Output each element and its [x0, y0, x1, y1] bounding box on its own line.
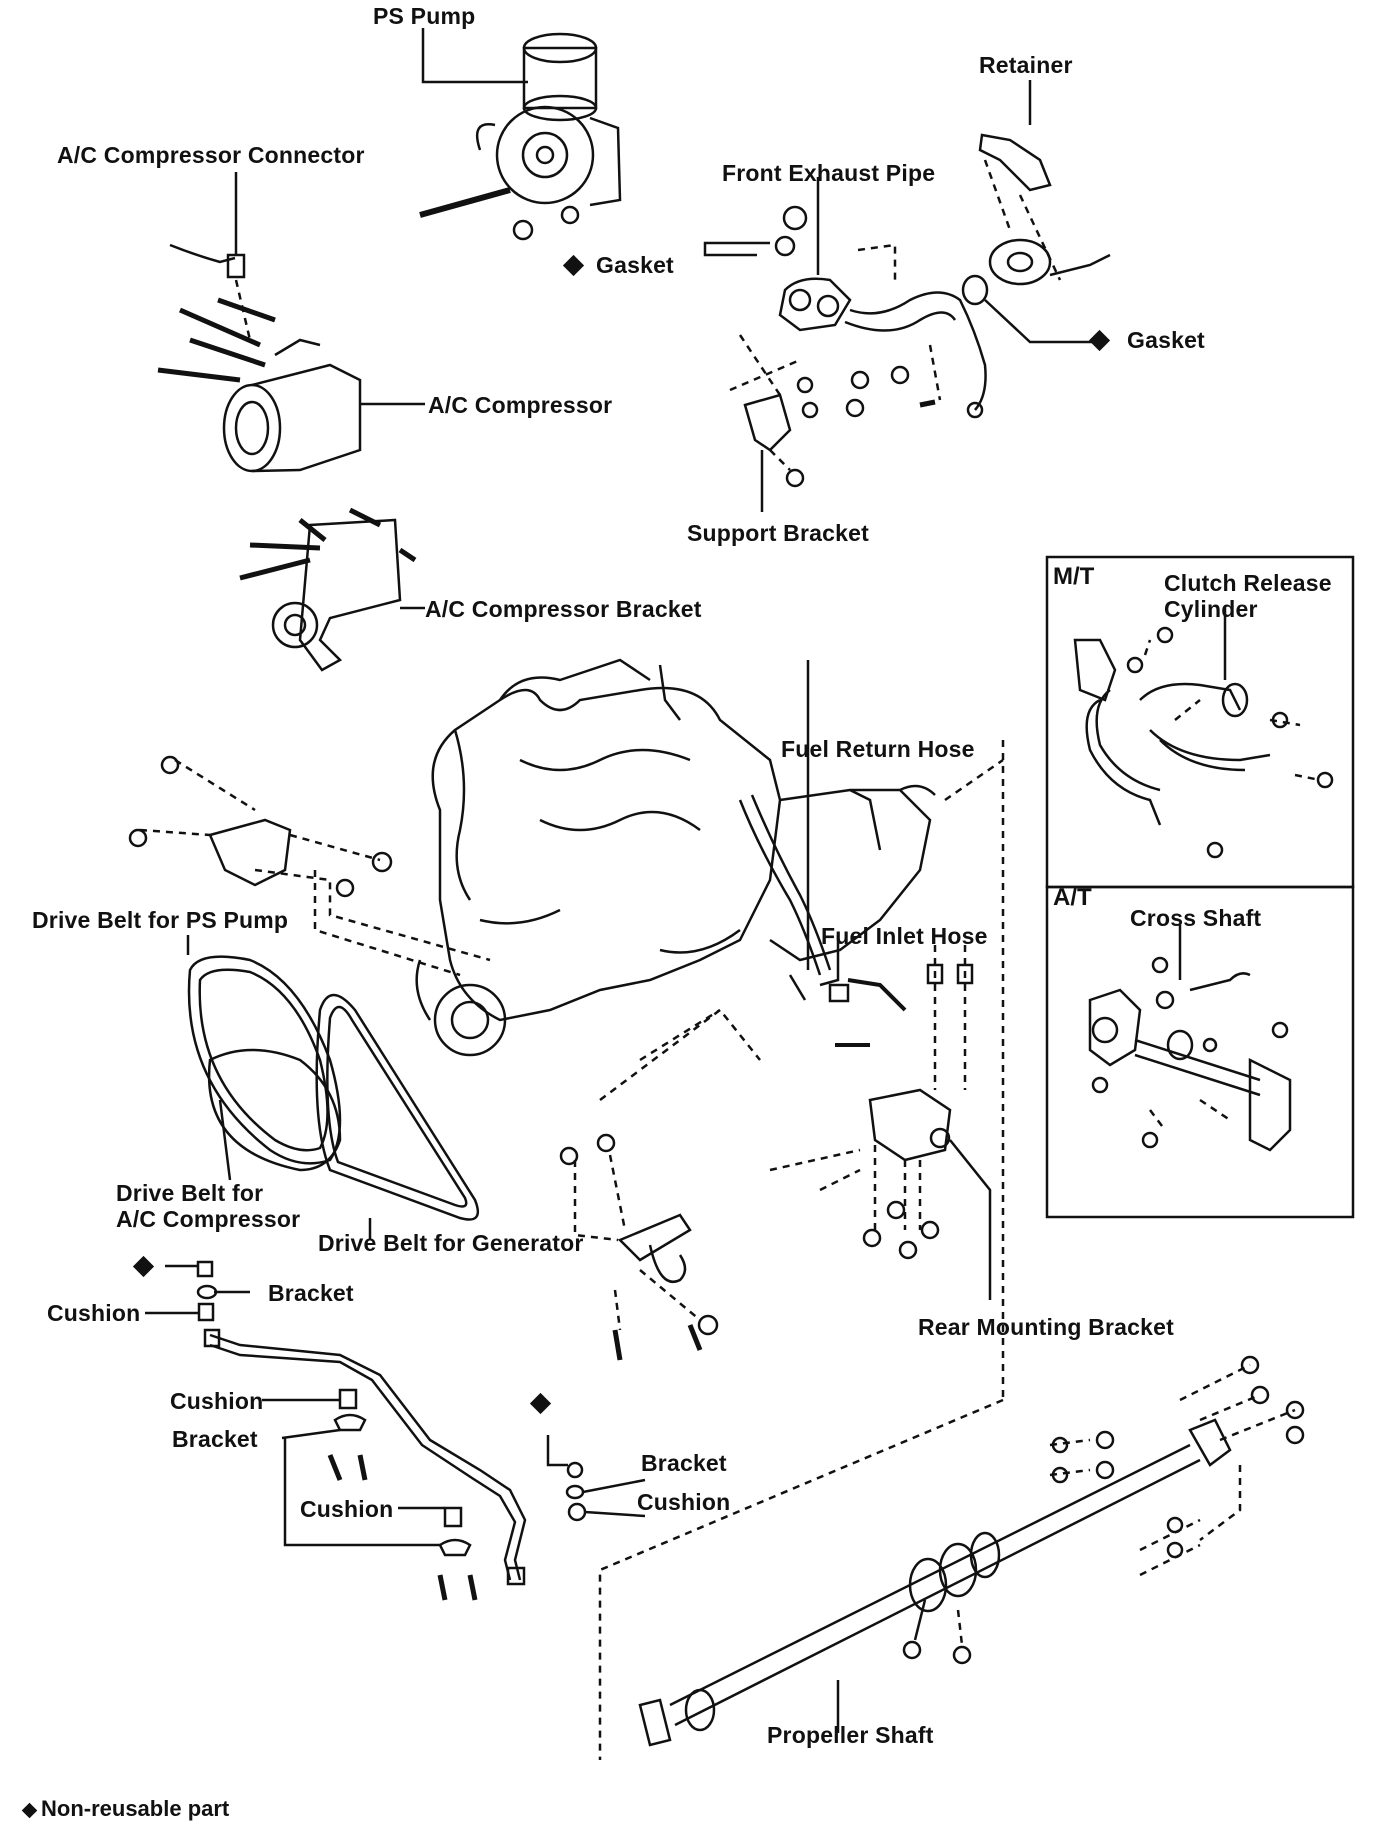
at-box-title: A/T — [1053, 884, 1092, 911]
non-reusable-mark-icon — [21, 1802, 38, 1819]
drive-belt-generator-label: Drive Belt for Generator — [318, 1230, 584, 1256]
front-exhaust-pipe-drawing — [703, 177, 987, 419]
cushion-1-label: Cushion — [47, 1300, 141, 1326]
bracket-1-label: Bracket — [268, 1280, 354, 1306]
ac-compressor-bracket-label: A/C Compressor Bracket — [425, 596, 702, 622]
cross-shaft-label: Cross Shaft — [1130, 905, 1262, 931]
mt-clutch-drawing — [1073, 608, 1334, 859]
ps-pump-drawing — [419, 32, 622, 241]
drive-belt-ac-label: Drive Belt for A/C Compressor — [116, 1180, 301, 1232]
bracket-3-label: Bracket — [641, 1450, 727, 1476]
rear-mounting-bracket-label: Rear Mounting Bracket — [918, 1314, 1174, 1340]
mt-box-title: M/T — [1053, 563, 1095, 590]
front-mount-bracket-drawing — [559, 1008, 761, 1361]
drive-belt-ps-pump-label: Drive Belt for PS Pump — [32, 907, 289, 933]
propeller-shaft-label: Propeller Shaft — [767, 1722, 934, 1748]
retainer-label: Retainer — [979, 52, 1073, 78]
fuel-return-hose-label: Fuel Return Hose — [781, 736, 975, 762]
legend-text: Non-reusable part — [41, 1796, 230, 1821]
ac-compressor-drawing — [157, 297, 425, 473]
fuel-inlet-hose-label: Fuel Inlet Hose — [821, 923, 988, 949]
ac-compressor-label: A/C Compressor — [428, 392, 613, 418]
propeller-shaft-drawing — [638, 1355, 1305, 1747]
at-box — [1045, 885, 1355, 1219]
ps-pump-label: PS Pump — [373, 3, 476, 29]
bracket-2-label: Bracket — [172, 1426, 258, 1452]
front-exhaust-pipe-label: Front Exhaust Pipe — [722, 160, 936, 186]
cushion-3-label: Cushion — [300, 1496, 394, 1522]
clutch-release-cylinder-label: Clutch Release Cylinder — [1164, 570, 1332, 622]
ac-bracket-drawing — [239, 507, 425, 672]
rear-mounting-bracket-drawing — [598, 740, 1005, 1760]
at-cross-shaft-drawing — [1088, 925, 1292, 1152]
support-bracket-label: Support Bracket — [687, 520, 869, 546]
cushion-2-label: Cushion — [170, 1388, 264, 1414]
gasket-left-label: Gasket — [596, 252, 674, 278]
gasket-right-label: Gasket — [1127, 327, 1205, 353]
stabilizer-bar-drawing — [145, 1260, 646, 1601]
engine-drawing — [415, 658, 936, 1057]
ac-connector-drawing — [169, 172, 252, 341]
support-bracket-drawing — [729, 358, 819, 512]
engine-mount-left-drawing — [128, 755, 491, 977]
legend: Non-reusable part — [21, 1796, 230, 1822]
drive-belts-drawing — [186, 935, 480, 1240]
retainer-drawing — [961, 80, 1111, 344]
ac-compressor-connector-label: A/C Compressor Connector — [57, 142, 365, 168]
cushion-4-label: Cushion — [637, 1489, 731, 1515]
